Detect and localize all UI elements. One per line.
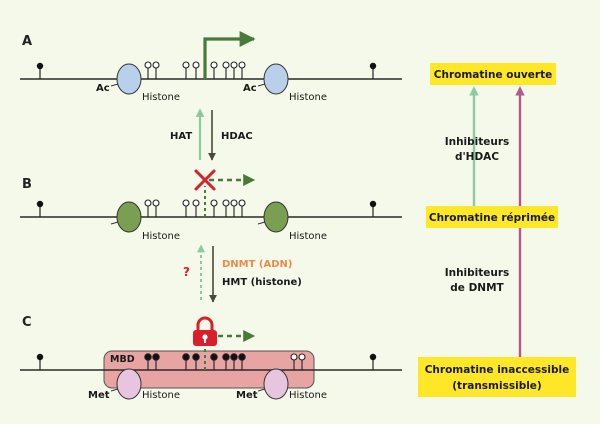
open-chromatin-box xyxy=(430,63,556,85)
methyl-site-end-right-a xyxy=(369,62,377,79)
row-c-letter: C xyxy=(22,315,32,330)
transition-a-b: HAT HDAC xyxy=(170,108,253,161)
histone-label-c-left: Histone xyxy=(142,390,180,401)
histone-label-c-right: Histone xyxy=(289,390,327,401)
hdac-inhibitor-label-2: d'HDAC xyxy=(455,151,499,163)
repressed-chromatin-box xyxy=(426,206,558,228)
repressed-chromatin-label: Chromatine réprimée xyxy=(429,212,555,224)
histone-b-left xyxy=(116,201,142,233)
histone-c-left xyxy=(116,368,142,400)
row-c: C MBD Met xyxy=(20,315,402,401)
histone-label-a-left: Histone xyxy=(142,92,180,103)
methyl-site-end-right-c xyxy=(369,353,377,370)
state-panel: Chromatine ouverte Inhibiteurs d'HDAC Ch… xyxy=(418,63,576,397)
unmethylated-cpg-sites-c xyxy=(290,353,306,370)
lock-icon xyxy=(193,316,217,346)
question-mark: ? xyxy=(183,265,190,279)
methyl-site-end-left-a xyxy=(36,62,44,79)
histone-a-right xyxy=(263,63,289,95)
cpg-sites-b xyxy=(144,199,246,217)
acetyl-mark-left-a: Ac xyxy=(96,83,110,94)
hdac-inhibitor-label-1: Inhibiteurs xyxy=(445,136,510,148)
hdac-label: HDAC xyxy=(221,131,253,142)
row-a: A Ac Ac Histone Histone xyxy=(20,31,402,103)
dnmt-inhibitor-label-1: Inhibiteurs xyxy=(445,267,510,279)
inaccessible-chromatin-label-1: Chromatine inaccessible xyxy=(425,364,570,376)
row-a-letter: A xyxy=(22,34,32,49)
inaccessible-chromatin-box xyxy=(418,357,576,397)
hat-label: HAT xyxy=(170,131,192,142)
methyl-site-end-left-c xyxy=(36,353,44,370)
methyl-site-end-right-b xyxy=(369,200,377,217)
blocked-cross-icon xyxy=(194,169,216,191)
acetyl-mark-right-a: Ac xyxy=(243,83,257,94)
hmt-label: HMT (histone) xyxy=(222,277,302,288)
dnmt-label: DNMT (ADN) xyxy=(222,259,292,270)
methylated-cpg-sites-c xyxy=(144,353,246,370)
row-b-letter: B xyxy=(22,177,32,192)
histone-c-right xyxy=(263,368,289,400)
histone-label-b-right: Histone xyxy=(289,231,327,242)
methyl-site-end-left-b xyxy=(36,200,44,217)
methyl-mark-left-c: Met xyxy=(88,390,110,401)
open-chromatin-label: Chromatine ouverte xyxy=(434,69,552,81)
histone-b-right xyxy=(263,201,289,233)
histone-label-b-left: Histone xyxy=(142,231,180,242)
transition-b-c: ? DNMT (ADN) HMT (histone) xyxy=(183,244,302,303)
transcription-arrow-a xyxy=(203,31,256,79)
row-b: B Histone Histone xyxy=(20,169,402,242)
dnmt-inhibitor-label-2: de DNMT xyxy=(450,282,504,294)
histone-a-left xyxy=(116,63,142,95)
mbd-label: MBD xyxy=(110,354,135,365)
inaccessible-chromatin-label-2: (transmissible) xyxy=(452,380,541,392)
methyl-mark-right-c: Met xyxy=(236,390,258,401)
histone-label-a-right: Histone xyxy=(289,92,327,103)
cpg-sites-a xyxy=(144,61,246,79)
